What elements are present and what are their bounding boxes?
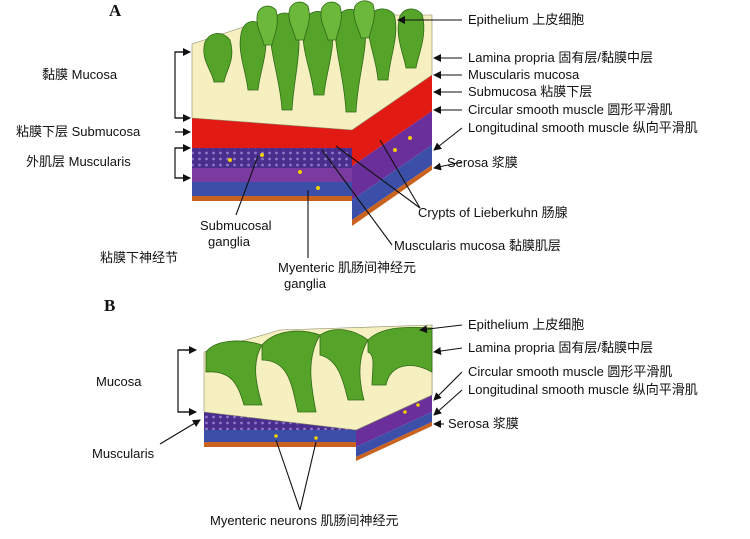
panel-a-submucosal-ganglia-label-1: Submucosal (200, 218, 272, 233)
panel-b-serosa-band (204, 442, 356, 447)
panel-b-circular-muscle-label: Circular smooth muscle 圆形平滑肌 (468, 364, 672, 379)
panel-a-circular-muscle-lower (192, 168, 352, 182)
panel-a-lamina-propria-label: Lamina propria 固有层/黏膜中层 (468, 50, 653, 65)
panel-b-left-brackets (159, 346, 201, 445)
panel-b-lamina-propria-label: Lamina propria 固有层/黏膜中层 (468, 340, 653, 355)
panel-a-serosa-band (192, 196, 352, 201)
panel-a-side-longitudinal (352, 145, 432, 220)
panel-a-longitudinal-band (192, 182, 352, 196)
panel-a-epithelium-label: Epithelium 上皮细胞 (468, 12, 584, 27)
panel-a-letter: A (109, 1, 122, 20)
panel-b-epithelium-label: Epithelium 上皮细胞 (468, 317, 584, 332)
panel-a-myenteric-ganglia-label-2: ganglia (284, 276, 327, 291)
panel-a-serosa-label: Serosa 浆膜 (447, 155, 518, 170)
panel-a-muscularis-mucosa-label: Muscularis mucosa (468, 67, 580, 82)
panel-b-muscularis-label: Muscularis (92, 446, 155, 461)
panel-a-submucosal-ganglia-cn: 粘膜下神经节 (100, 250, 178, 265)
panel-b-mucosa-label: Mucosa (96, 374, 142, 389)
panel-a-circular-muscle-label: Circular smooth muscle 圆形平滑肌 (468, 102, 672, 117)
panel-a-tissue-block (191, 0, 433, 226)
panel-a-side-circular (352, 111, 432, 200)
panel-a-left-brackets (174, 48, 191, 182)
panel-a-muscularis-mucosa-bottom-label: Muscularis mucosa 黏膜肌层 (394, 238, 561, 253)
panel-a-right-pointers (235, 16, 463, 258)
panel-b-serosa-label: Serosa 浆膜 (448, 416, 519, 431)
panel-a-mucosa-label: 黏膜 Mucosa (42, 67, 118, 82)
panel-a-crypts-label: Crypts of Lieberkuhn 肠腺 (418, 205, 568, 220)
panel-a-longitudinal-muscle-label: Longitudinal smooth muscle 纵向平滑肌 (468, 120, 698, 135)
panel-b-longitudinal-band (204, 430, 356, 442)
panel-a-circular-muscle-band (192, 148, 352, 168)
panel-b-right-pointers (275, 324, 463, 511)
panel-a-submucosa-label: 粘膜下层 Submucosa (16, 124, 141, 139)
panel-b-tissue-block (203, 324, 433, 461)
panel-b-letter: B (104, 296, 115, 315)
panel-a-submucosal-ganglia-label-2: ganglia (208, 234, 251, 249)
panel-a-submucosa-right-label: Submucosa 粘膜下层 (468, 84, 592, 99)
panel-a-side-submucosa (352, 75, 432, 166)
panel-a-side-serosa (352, 165, 432, 226)
panel-a-myenteric-ganglia-label-1: Myenteric 肌肠间神经元 (278, 260, 416, 275)
panel-b-longitudinal-muscle-label: Longitudinal smooth muscle 纵向平滑肌 (468, 382, 698, 397)
panel-a-muscularis-label: 外肌层 Muscularis (26, 154, 131, 169)
panel-b-myenteric-neurons-label: Myenteric neurons 肌肠间神经元 (210, 513, 399, 528)
